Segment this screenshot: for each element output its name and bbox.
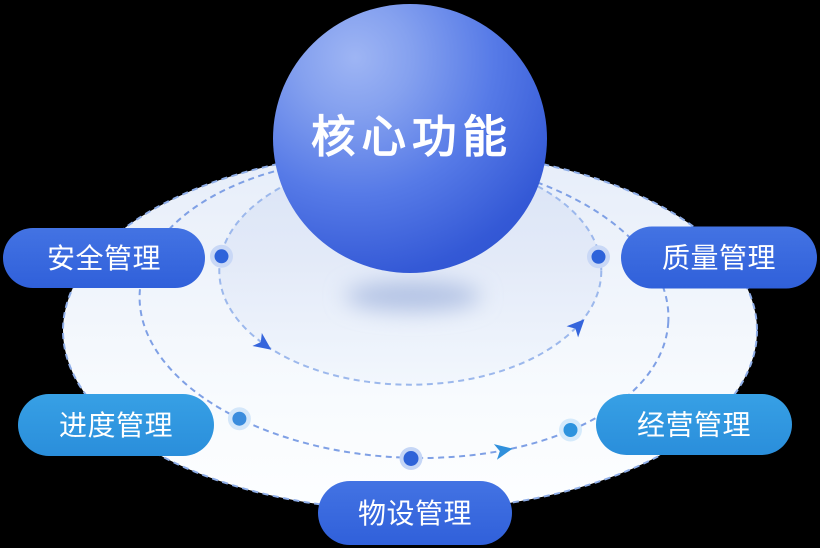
node-operation[interactable]: 经营管理 <box>596 394 792 455</box>
node-progress[interactable]: 进度管理 <box>18 394 214 456</box>
dot-core <box>591 249 606 264</box>
dot-equipment <box>399 447 423 470</box>
dot-quality <box>587 245 610 269</box>
dot-core <box>232 411 247 426</box>
node-progress-label: 进度管理 <box>59 410 173 441</box>
dot-safety <box>210 244 233 268</box>
node-equipment-label: 物设管理 <box>358 498 472 529</box>
arrow-icon <box>566 319 585 338</box>
node-safety[interactable]: 安全管理 <box>3 228 205 288</box>
outer-orbit-arrow <box>493 444 513 460</box>
node-operation-label: 经营管理 <box>637 410 751 441</box>
arrow-icon <box>252 333 272 350</box>
node-quality-label: 质量管理 <box>662 243 776 274</box>
dot-core <box>403 451 419 466</box>
dot-core <box>563 423 578 437</box>
dot-operation <box>559 418 582 442</box>
pill-background <box>3 228 205 288</box>
core-label: 核心功能 <box>311 113 513 162</box>
pill-background <box>18 394 214 456</box>
dot-progress <box>227 407 251 431</box>
node-equipment[interactable]: 物设管理 <box>318 481 512 545</box>
dot-core <box>214 249 229 264</box>
node-quality[interactable]: 质量管理 <box>621 226 817 289</box>
inner-orbit-arrow-right <box>566 319 585 338</box>
inner-orbit-arrow-left <box>252 333 272 350</box>
node-safety-label: 安全管理 <box>47 243 161 274</box>
pill-background <box>621 226 817 289</box>
outer-orbit-ring <box>138 155 670 459</box>
pill-background <box>596 394 792 455</box>
core-sphere[interactable] <box>273 4 547 273</box>
arrow-icon <box>493 444 513 460</box>
pill-background <box>318 481 512 545</box>
sphere-shadow <box>345 281 481 311</box>
